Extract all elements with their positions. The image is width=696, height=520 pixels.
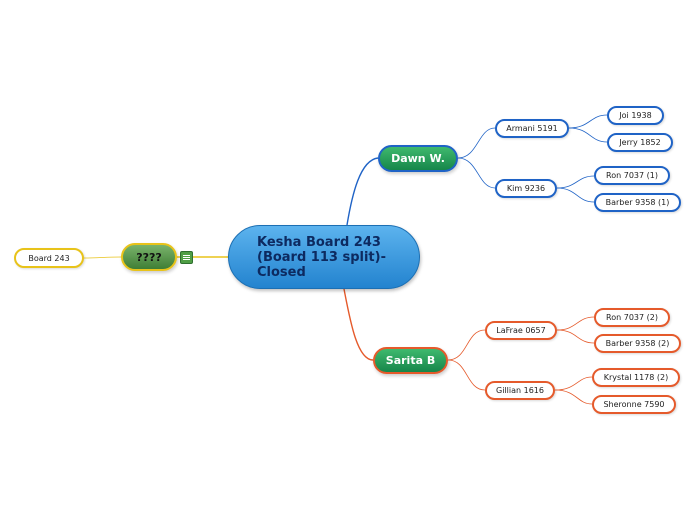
subtopic-sheronne-7590[interactable]: Sheronne 7590 <box>592 395 676 414</box>
subtopic-barber-9358-1[interactable]: Barber 9358 (1) <box>594 193 681 212</box>
connector-central-dawn <box>346 157 379 226</box>
connector-sarita-gillian <box>447 359 486 391</box>
connector-dawn-kim <box>457 157 496 189</box>
subtopic-jerry-1852[interactable]: Jerry 1852 <box>607 133 673 152</box>
subtopic-ron-7037-2[interactable]: Ron 7037 (2) <box>594 308 670 327</box>
connector-lafrae-barber2 <box>556 329 595 344</box>
topic-unknown[interactable]: ???? <box>121 243 177 271</box>
subtopic-label: Gillian 1616 <box>496 386 544 395</box>
subtopic-joi-1938[interactable]: Joi 1938 <box>607 106 664 125</box>
connector-gillian-sheronne <box>554 389 593 405</box>
subtopic-barber-9358-2[interactable]: Barber 9358 (2) <box>594 334 681 353</box>
subtopic-label: Ron 7037 (1) <box>606 171 658 180</box>
subtopic-label: Board 243 <box>28 253 70 263</box>
subtopic-label: Barber 9358 (2) <box>605 339 670 348</box>
central-topic[interactable]: Kesha Board 243 (Board 113 split)- Close… <box>228 225 420 289</box>
connector-dawn-armani <box>457 127 496 159</box>
central-topic-label: Kesha Board 243 (Board 113 split)- Close… <box>257 234 386 280</box>
topic-sarita-b[interactable]: Sarita B <box>373 347 448 374</box>
subtopic-gillian-1616[interactable]: Gillian 1616 <box>485 381 555 400</box>
topic-dawn-w[interactable]: Dawn W. <box>378 145 458 172</box>
subtopic-armani-5191[interactable]: Armani 5191 <box>495 119 569 138</box>
subtopic-label: Jerry 1852 <box>619 138 661 147</box>
subtopic-label: LaFrae 0657 <box>496 326 546 335</box>
subtopic-label: Armani 5191 <box>506 124 558 133</box>
topic-label: ???? <box>136 250 162 264</box>
topic-label: Sarita B <box>385 354 436 367</box>
subtopic-krystal-1178-2[interactable]: Krystal 1178 (2) <box>592 368 680 387</box>
connector-central-sarita <box>343 288 374 361</box>
connector-kim-barber1 <box>556 187 595 203</box>
notes-icon[interactable] <box>180 251 193 264</box>
subtopic-board-243[interactable]: Board 243 <box>14 248 84 268</box>
connector-armani-jerry <box>568 127 608 143</box>
subtopic-label: Joi 1938 <box>619 111 652 120</box>
connector-lafrae-ron2 <box>556 316 595 331</box>
topic-label: Dawn W. <box>391 152 445 165</box>
subtopic-ron-7037-1[interactable]: Ron 7037 (1) <box>594 166 670 185</box>
subtopic-label: Kim 9236 <box>506 184 546 193</box>
connector-gillian-krystal <box>554 376 593 391</box>
subtopic-kim-9236[interactable]: Kim 9236 <box>495 179 557 198</box>
subtopic-label: Sheronne 7590 <box>603 400 665 409</box>
subtopic-label: Krystal 1178 (2) <box>603 373 669 382</box>
subtopic-lafrae-0657[interactable]: LaFrae 0657 <box>485 321 557 340</box>
connector-armani-joi <box>568 114 608 129</box>
subtopic-label: Ron 7037 (2) <box>606 313 658 322</box>
connector-unknown-board <box>83 256 122 259</box>
subtopic-label: Barber 9358 (1) <box>605 198 670 207</box>
connector-kim-ron1 <box>556 175 595 189</box>
connector-sarita-lafrae <box>447 329 486 361</box>
